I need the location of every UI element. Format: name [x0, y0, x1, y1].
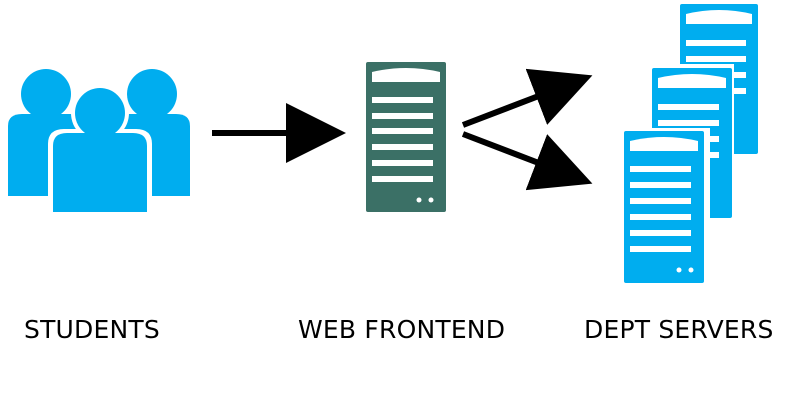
students-icon	[8, 69, 190, 215]
server-front-icon	[620, 128, 710, 286]
students-label: STUDENTS	[24, 315, 160, 344]
dept-servers-icon	[620, 2, 760, 286]
web-frontend-label: WEB FRONTEND	[298, 315, 506, 344]
arrow-frontend-to-servers-upper	[461, 68, 593, 128]
frontend-server-icon	[366, 62, 446, 212]
arrow-frontend-to-servers-lower	[461, 131, 593, 191]
dept-servers-label: DEPT SERVERS	[584, 315, 774, 344]
person-middle-icon	[53, 88, 147, 212]
